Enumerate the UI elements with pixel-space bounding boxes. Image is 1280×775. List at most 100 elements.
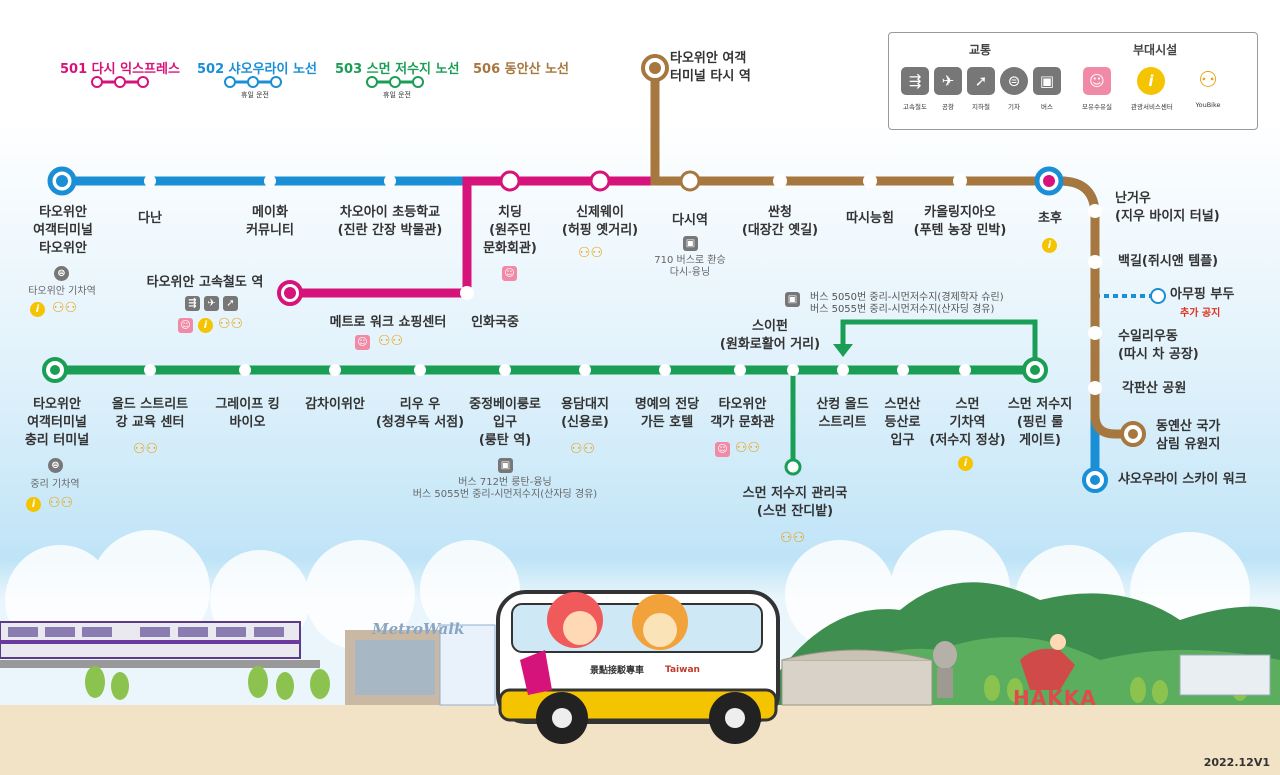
station-node [1150,288,1166,304]
stop-daxi-note: 710 버스로 환승 다시-융닝 [654,255,726,278]
station-node [239,364,251,376]
station-node [329,364,341,376]
station-node [1088,381,1102,395]
metro-icon: ➚ [223,296,238,311]
legend-503-note: 휴일 운전 [383,91,411,99]
stop-grape: 그레이프 킹 바이오 [215,397,280,430]
station-node [784,458,802,476]
background-scene [0,530,1280,775]
station-node [589,170,611,192]
stop-taoyuan-station-sub: 타오위안 기차역 [28,286,96,297]
bus-taiwan-text: Taiwan [665,665,700,675]
station-node [579,364,591,376]
stop-amuping: 아무핑 부두 [1170,287,1235,302]
metro-label: 지하철 [972,103,990,111]
stop-liuwu: 리우 우 (청경우독 서점) [375,397,465,430]
nursing-room-icon: ☺ [178,318,193,333]
stop-cheding: 치딩 (원주민 문화회관) [483,205,537,256]
station-node [863,174,877,188]
station-node [384,175,396,187]
route-503-loop [840,319,1038,370]
stop-taoyuan-terminal: 타오위안 여객터미널 타오위안 [33,205,93,256]
info-center-icon: i [958,456,973,471]
youbike-icon: ⚇⚇ [48,495,74,511]
stop-shimen-station: 스먼 기차역 (저수지 정상) [929,397,1006,448]
youbike-icon: ⚇⚇ [378,333,404,349]
legend-506-title: 506 동안산 노선 [473,62,569,77]
train-illustration [0,621,320,668]
youbike-icon: ⚇⚇ [578,245,604,261]
stop-hakka: 타오위안 객가 문화관 [710,397,775,430]
station-node [679,170,701,192]
statue-illustration [933,641,957,698]
nursing-room-icon: ☺ [1083,67,1111,95]
station-node [1088,326,1102,340]
youbike-icon: ⚇⚇ [52,300,78,316]
station-node [1088,204,1102,218]
stop-taoyuan-hsr: 타오위안 고속철도 역 [146,275,264,290]
station-node [1088,255,1102,269]
airplane-icon: ✈ [934,67,962,95]
stop-zhongzheng-bus: 버스 712번 룽탄-융닝 버스 5055번 중리-시먼저수지(산자딩 경유) [412,477,598,500]
hakka-sign: HAKKA [1013,686,1097,710]
info-center-icon: i [30,302,45,317]
nursing-room-icon: ☺ [502,266,517,281]
stop-xiaowulai: 샤오우라이 스카이 워크 [1118,472,1247,487]
stop-zhongzheng: 중정베이룽로 입구 (룽탄 역) [469,397,541,448]
info-center-icon: i [26,497,41,512]
route-503-arrow [833,344,853,357]
facility-heading: 부대시설 [1133,43,1178,57]
stop-jiaobanshan: 각판산 공원 [1122,381,1187,396]
high-speed-rail-label: 고속철도 [903,103,927,111]
youbike-icon: ⚇⚇ [570,441,596,457]
youbike-icon: ⚇⚇ [133,441,159,457]
train-label: 기차 [1008,103,1020,111]
metro-icon: ➚ [967,67,995,95]
stations [42,54,1166,493]
legend-line-samples [91,76,424,88]
station-node [264,175,276,187]
info-center-icon: i [1042,238,1057,253]
stop-shimen-trail: 스먼산 등산로 입구 [884,397,921,448]
train-icon: ⊜ [1000,67,1028,95]
nursing-room-icon: ☺ [355,335,370,350]
station-node [787,364,799,376]
metrowalk-sign: MetroWalk [372,620,465,638]
youbike-icon: ⚇⚇ [780,530,806,546]
bus-icon: ▣ [683,236,698,251]
station-node [499,170,521,192]
version-label: 2022.12V1 [1203,756,1270,769]
airplane-icon: ✈ [204,296,219,311]
bus-icon: ▣ [1033,67,1061,95]
youbike-icon: ⚇⚇ [218,316,244,332]
train-icon: ⊜ [48,458,63,473]
stop-sankang: 산컹 올드 스트리트 [816,397,869,430]
station-node [659,364,671,376]
youbike-icon: ⚇ [1198,68,1218,93]
stop-shimen-mgmt: 스먼 저수지 관리국 (스먼 잔디밭) [742,486,848,519]
stop-zhongli-station-sub: 중리 기차역 [30,479,80,490]
stop-nanguo: 난거우 (지우 바이지 터널) [1115,191,1220,224]
legend-501-title: 501 다시 익스프레스 [60,62,180,77]
train-icon: ⊜ [54,266,69,281]
stop-sanjian-bus: 버스 5050번 중리-시먼저수지(경제학자 슈린) 버스 5055번 중리-시… [810,292,1004,315]
bus-label: 버스 [1041,103,1053,111]
stop-daxi-terminal: 타오위안 여객 터미널 타시 역 [670,51,751,84]
legend-502-title: 502 샤오우라이 노선 [197,62,317,77]
station-node [414,364,426,376]
info-center-icon: i [1137,67,1165,95]
bus-icon: ▣ [498,458,513,473]
station-node [897,364,909,376]
high-speed-rail-icon: ⇶ [185,296,200,311]
station-node [144,364,156,376]
stop-zhongli-terminal: 타오위안 여객터미널 충리 터미널 [24,397,90,448]
stop-shimen-gate: 스먼 저수지 (핑린 룰 게이트) [1007,397,1073,448]
stop-old-street: 올드 스트리트 강 교육 센터 [111,397,189,430]
legend-502-note: 휴일 운전 [241,91,269,99]
stop-sanjian: 스이펀 (원화로활어 거리) [719,319,821,352]
transport-heading: 교통 [969,43,992,57]
airport-label: 공항 [942,103,954,111]
stop-chaoai: 차오아이 초등학교 (진란 간장 박물관) [337,205,443,238]
station-node [773,174,787,188]
